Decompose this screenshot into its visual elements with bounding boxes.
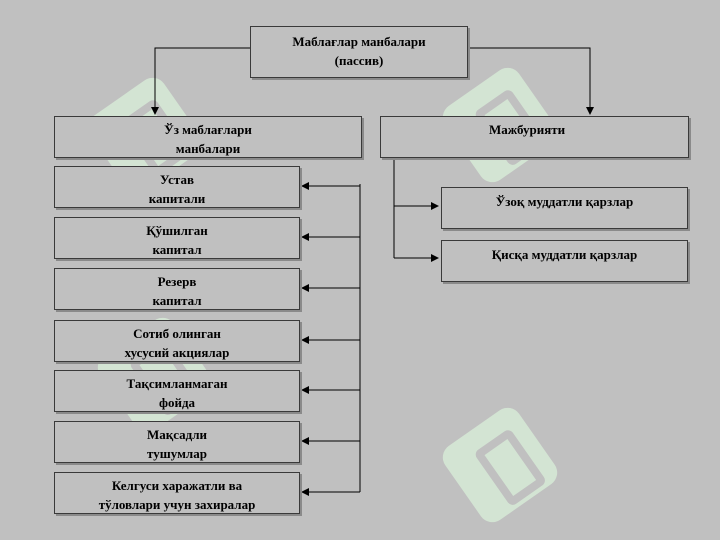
- liab-item-2: Қисқа муддатли қарзлар: [441, 240, 688, 282]
- own-item-5: Тақсимланмаган фойда: [54, 370, 300, 412]
- liab-item-1: Ўзоқ муддатли қарзлар: [441, 187, 688, 229]
- own-item-1: Устав капитали: [54, 166, 300, 208]
- own-funds-title-box: Ўз маблағлари манбалари: [54, 116, 362, 158]
- connector-root-own: [151, 47, 250, 115]
- own-item-7: Келгуси харажатли ва тўловлари учун захи…: [54, 472, 300, 514]
- connector-root-liab: [468, 47, 594, 115]
- liabilities-title-box: Мажбурияти: [380, 116, 689, 158]
- own-item-4: Сотиб олинган хусусий акциялар: [54, 320, 300, 362]
- own-item-6: Мақсадли тушумлар: [54, 421, 300, 463]
- root-box: Маблағлар манбалари (пассив): [250, 26, 468, 78]
- own-item-2: Қўшилган капитал: [54, 217, 300, 259]
- own-item-3: Резерв капитал: [54, 268, 300, 310]
